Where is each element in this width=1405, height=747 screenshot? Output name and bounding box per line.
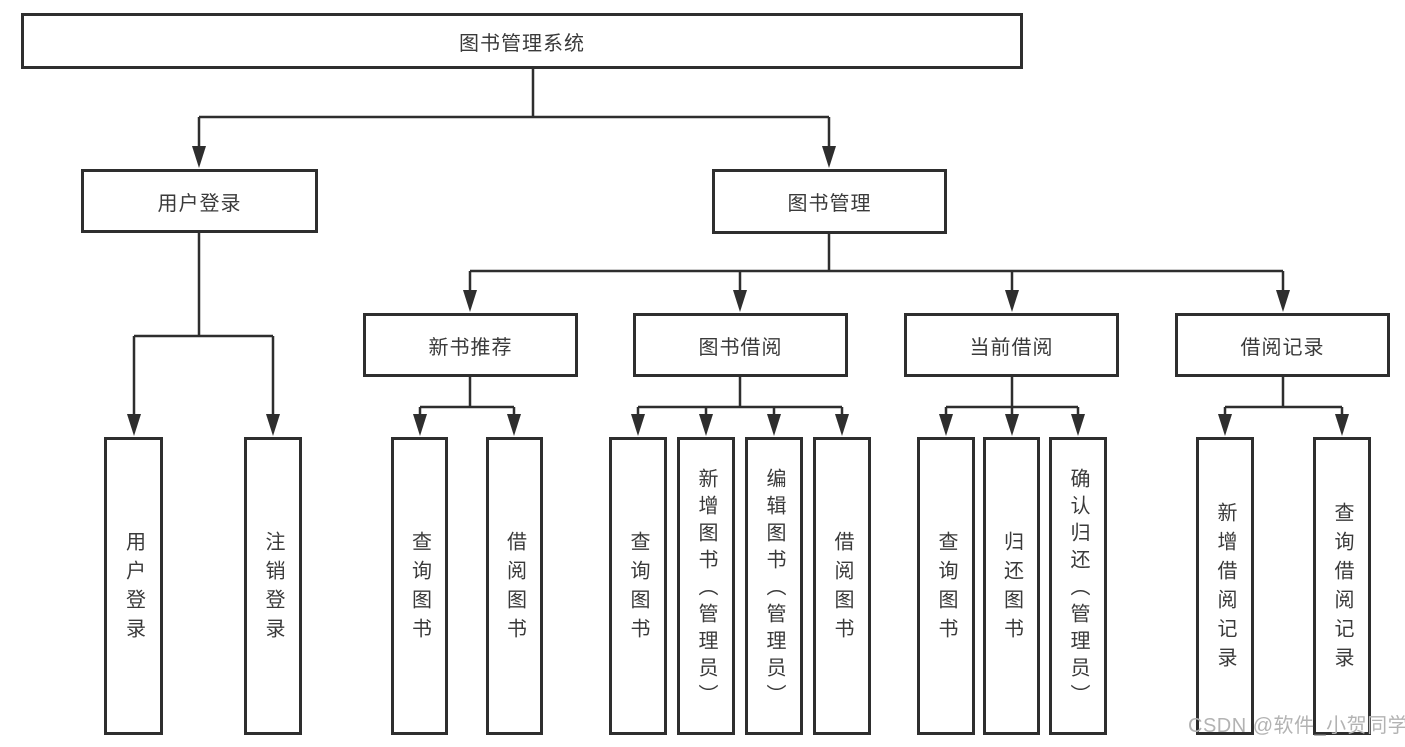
leaf-query-books-3: 查询图书: [917, 437, 975, 735]
arrow-icon: [822, 146, 836, 168]
leaf-add-book-admin: 新增图书（管理员）: [677, 437, 735, 735]
connector-book-borrowing-to-leaves: [636, 377, 844, 419]
connector-root-to-level2: [197, 69, 831, 150]
connector-user-login-to-leaves: [132, 233, 275, 418]
arrow-icon: [507, 414, 521, 436]
leaf-query-borrow-record: 查询借阅记录: [1313, 437, 1371, 735]
arrow-icon: [192, 146, 206, 168]
node-borrowing-records: 借阅记录: [1175, 313, 1390, 377]
leaf-borrow-books-2: 借阅图书: [813, 437, 871, 735]
arrow-icon: [127, 414, 141, 436]
arrow-icon: [733, 290, 747, 312]
leaf-edit-book-admin: 编辑图书（管理员）: [745, 437, 803, 735]
leaf-confirm-return-admin: 确认归还（管理员）: [1049, 437, 1107, 735]
arrow-icon: [1276, 290, 1290, 312]
leaf-query-books-1: 查询图书: [391, 437, 448, 735]
arrow-icon: [835, 414, 849, 436]
arrow-icon: [1005, 290, 1019, 312]
arrow-icon: [266, 414, 280, 436]
leaf-add-borrow-record: 新增借阅记录: [1196, 437, 1254, 735]
leaf-return-books: 归还图书: [983, 437, 1040, 735]
leaf-logout: 注销登录: [244, 437, 302, 735]
connector-new-book-to-leaves: [418, 377, 516, 419]
node-new-book-recommendation: 新书推荐: [363, 313, 578, 377]
arrow-icon: [1218, 414, 1232, 436]
leaf-borrow-books-1: 借阅图书: [486, 437, 543, 735]
arrow-icon: [1071, 414, 1085, 436]
node-user-login: 用户登录: [81, 169, 318, 233]
arrow-icon: [767, 414, 781, 436]
node-current-borrowing: 当前借阅: [904, 313, 1119, 377]
node-book-borrowing: 图书借阅: [633, 313, 848, 377]
connector-borrow-records-to-leaves: [1223, 377, 1344, 419]
watermark: CSDN @软件_小贺同学: [1188, 715, 1405, 737]
arrow-icon: [413, 414, 427, 436]
connector-book-management-to-level3: [468, 234, 1285, 296]
connector-current-borrowing-to-leaves: [944, 377, 1080, 419]
leaf-query-books-2: 查询图书: [609, 437, 667, 735]
leaf-user-login: 用户登录: [104, 437, 163, 735]
arrow-icon: [699, 414, 713, 436]
node-book-management: 图书管理: [712, 169, 947, 234]
arrowheads: [127, 146, 1349, 436]
arrow-icon: [1005, 414, 1019, 436]
arrow-icon: [631, 414, 645, 436]
arrow-icon: [1335, 414, 1349, 436]
node-root: 图书管理系统: [21, 13, 1023, 69]
arrow-icon: [463, 290, 477, 312]
arrow-icon: [939, 414, 953, 436]
